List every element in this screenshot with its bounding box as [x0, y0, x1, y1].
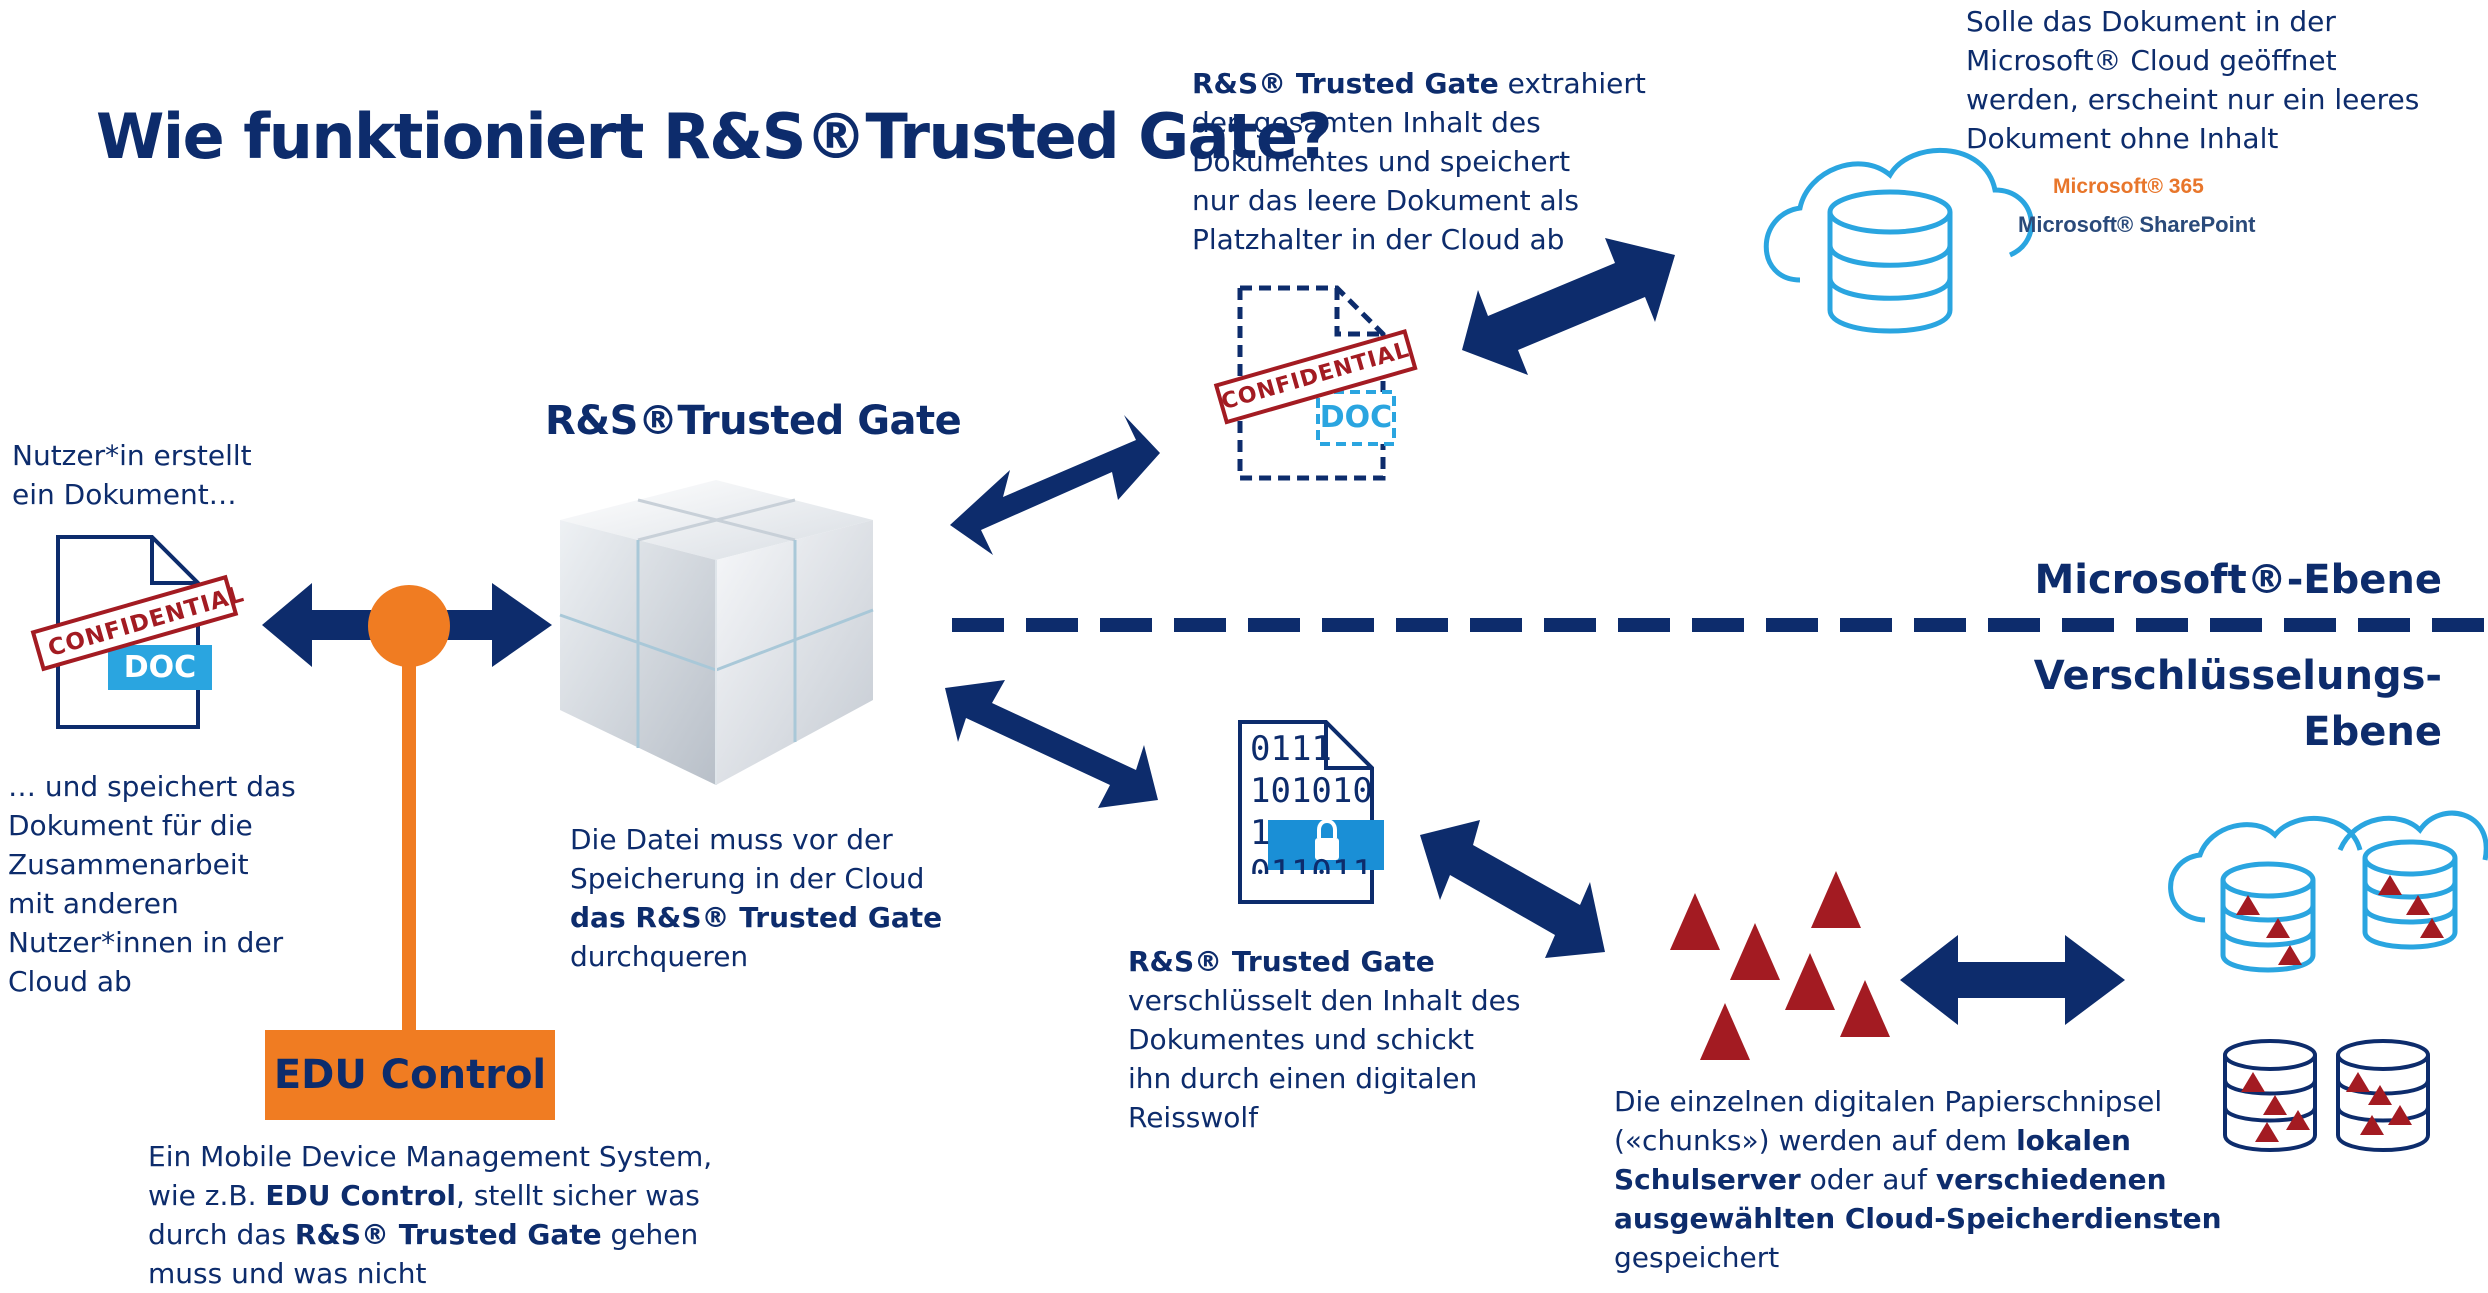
- placeholder-doc-label: DOC: [1319, 400, 1393, 435]
- chunks-description: Die einzelnen digitalen Papierschnipsel …: [1614, 1085, 2222, 1274]
- user-document-icon: [30, 535, 239, 729]
- binary-digits-bottom: 011011: [1250, 853, 1373, 893]
- edu-connector-line: [402, 630, 416, 1035]
- microsoft-cloud-icon: [1763, 147, 2034, 334]
- cloud-storage-icon: [2168, 810, 2488, 973]
- microsoft-level-label: Microsoft®-Ebene: [2034, 557, 2442, 603]
- gate-description: Die Datei muss vor der Speicherung in de…: [570, 823, 943, 973]
- user-doc-label: DOC: [123, 650, 197, 685]
- encrypt-description: R&S® Trusted Gate verschlüsselt den Inha…: [1128, 945, 1521, 1134]
- binary-digits: 0111 101010 1: [1250, 729, 1373, 853]
- cloud-storage-chunks: [2236, 875, 2444, 965]
- cloud-description: Solle das Dokument in der Microsoft® Clo…: [1966, 5, 2420, 155]
- arrow-extract-cloud: [1462, 238, 1675, 375]
- arrow-shredder-storage: [1900, 935, 2125, 1025]
- placeholder-doc-label-box: [1316, 390, 1396, 446]
- trusted-gate-label: R&S®Trusted Gate: [545, 398, 962, 444]
- encryption-level-label: Verschlüsselungs- Ebene: [2033, 653, 2442, 755]
- local-server-chunks: [2241, 1072, 2412, 1142]
- user-stores-text: … und speichert das Dokument für die Zus…: [8, 770, 296, 998]
- edu-description: Ein Mobile Device Management System, wie…: [148, 1140, 713, 1290]
- shredder-chunks-icon: [1670, 871, 1890, 1060]
- microsoft-365-label: Microsoft® 365: [2053, 175, 2204, 198]
- user-creates-text: Nutzer*in erstellt ein Dokument…: [12, 439, 252, 511]
- arrow-gate-encrypt: [945, 680, 1158, 808]
- local-server-icon: [2223, 1039, 2430, 1152]
- placeholder-confidential-stamp: [1213, 329, 1418, 425]
- extract-description: R&S® Trusted Gate extrahiert den gesamte…: [1192, 67, 1646, 256]
- microsoft-sharepoint-label: Microsoft® SharePoint: [2018, 212, 2256, 237]
- page-title: Wie funktioniert R&S®Trusted Gate?: [96, 100, 1333, 173]
- arrow-encrypt-shredder: [1420, 820, 1605, 958]
- edu-connector-dot: [368, 585, 450, 667]
- binary-document-icon: [1238, 720, 1384, 904]
- arrow-gate-extract: [950, 415, 1160, 555]
- edu-control-box: EDU Control: [265, 1030, 555, 1120]
- trusted-gate-cube-icon: [559, 480, 874, 785]
